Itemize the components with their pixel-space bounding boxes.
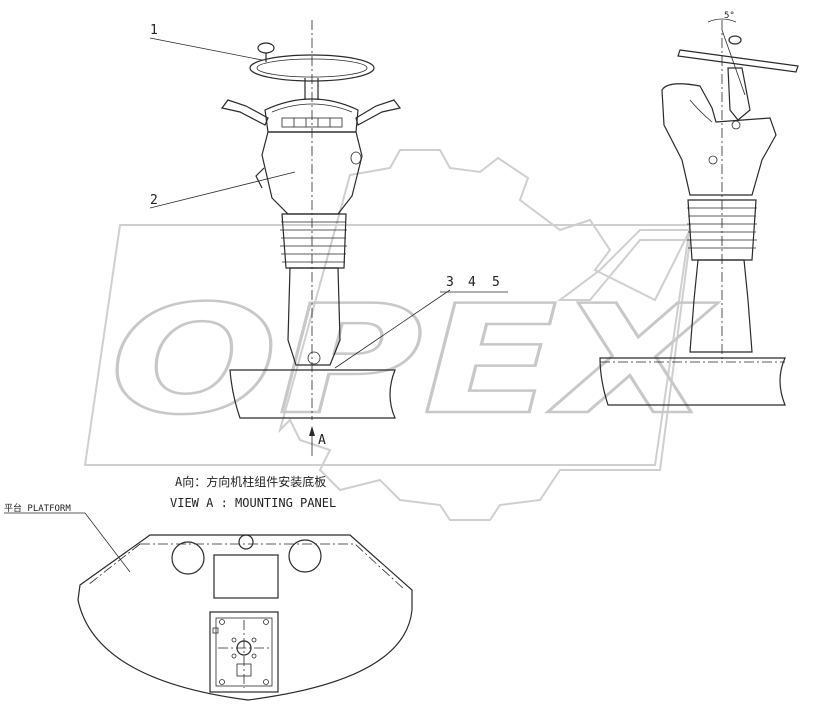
tilt-lever [255, 167, 265, 189]
steering-column-side-view: 5° [599, 11, 799, 406]
mounting-panel: 平台 PLATFORM [4, 502, 413, 701]
side-bellows [687, 199, 757, 261]
part-number-3: 3 [446, 275, 454, 290]
part-number-2: 2 [150, 193, 158, 208]
lower-column [287, 267, 341, 366]
opex-watermark: OPEX [83, 149, 720, 521]
caption-chinese: A向：方向机柱组件安装底板 [175, 474, 326, 489]
panel-hole-left [171, 541, 205, 575]
watermark-text: OPEX [110, 274, 718, 448]
watermark-backplate [83, 224, 692, 466]
right-lever [355, 99, 402, 126]
panel-hole-top [238, 534, 254, 550]
view-arrow-head [309, 426, 315, 436]
angle-label: 5° [724, 11, 735, 21]
plate-hole-a [231, 637, 237, 643]
panel-inner-edge [140, 543, 406, 591]
left-lever [220, 99, 269, 126]
mounting-plate [209, 611, 279, 693]
plate-hole-b [251, 637, 257, 643]
column-head-bezel [271, 103, 353, 113]
side-housing [661, 83, 777, 196]
leader-345 [334, 289, 451, 369]
mounting-plate-inner [215, 617, 273, 687]
angle-arc [707, 18, 737, 23]
view-arrow-label: A [318, 433, 326, 448]
steering-column-front-view: 1 2 3 4 5 A [149, 20, 508, 456]
panel-inner-edge-left [87, 543, 141, 586]
plate-bolt-tl [219, 619, 225, 625]
plate-slot [236, 663, 252, 677]
steering-wheel-inner [256, 58, 368, 78]
plate-hole-d [251, 653, 257, 659]
indicator-panel [281, 117, 343, 128]
panel-outline [77, 534, 413, 701]
plate-bolt-br [263, 679, 269, 685]
leader-1 [149, 37, 263, 61]
part-number-4: 4 [468, 275, 476, 290]
spinner-knob [257, 42, 275, 54]
steering-wheel-rim [249, 54, 375, 82]
wheel-side-rim [677, 49, 799, 73]
floor-plate [229, 369, 396, 419]
leader-2 [149, 171, 296, 209]
part-number-5: 5 [492, 275, 500, 290]
platform-label: 平台 PLATFORM [4, 502, 71, 514]
plate-hole-c [231, 653, 237, 659]
platform-leader [84, 512, 131, 573]
watermark-gear-outline [278, 149, 692, 521]
panel-hole-right [288, 539, 322, 573]
plate-bolt-bl [219, 679, 225, 685]
plate-tab [212, 627, 219, 634]
side-floor-plate [599, 357, 786, 406]
tilt-axis [721, 29, 746, 96]
column-base-bolt [307, 351, 321, 365]
plate-bolt-tr [263, 619, 269, 625]
wheel-side-knob [728, 35, 742, 45]
side-housing-edge [689, 99, 713, 123]
side-knob [708, 155, 718, 165]
panel-cutout [213, 554, 279, 599]
tilt-pivot [731, 120, 741, 130]
part-number-1: 1 [150, 23, 158, 38]
caption-english: VIEW A : MOUNTING PANEL [170, 496, 336, 510]
wheel-hub-side [727, 67, 751, 121]
side-lower-column [689, 259, 753, 353]
bellows [280, 213, 347, 269]
column-side-knob [350, 151, 362, 165]
